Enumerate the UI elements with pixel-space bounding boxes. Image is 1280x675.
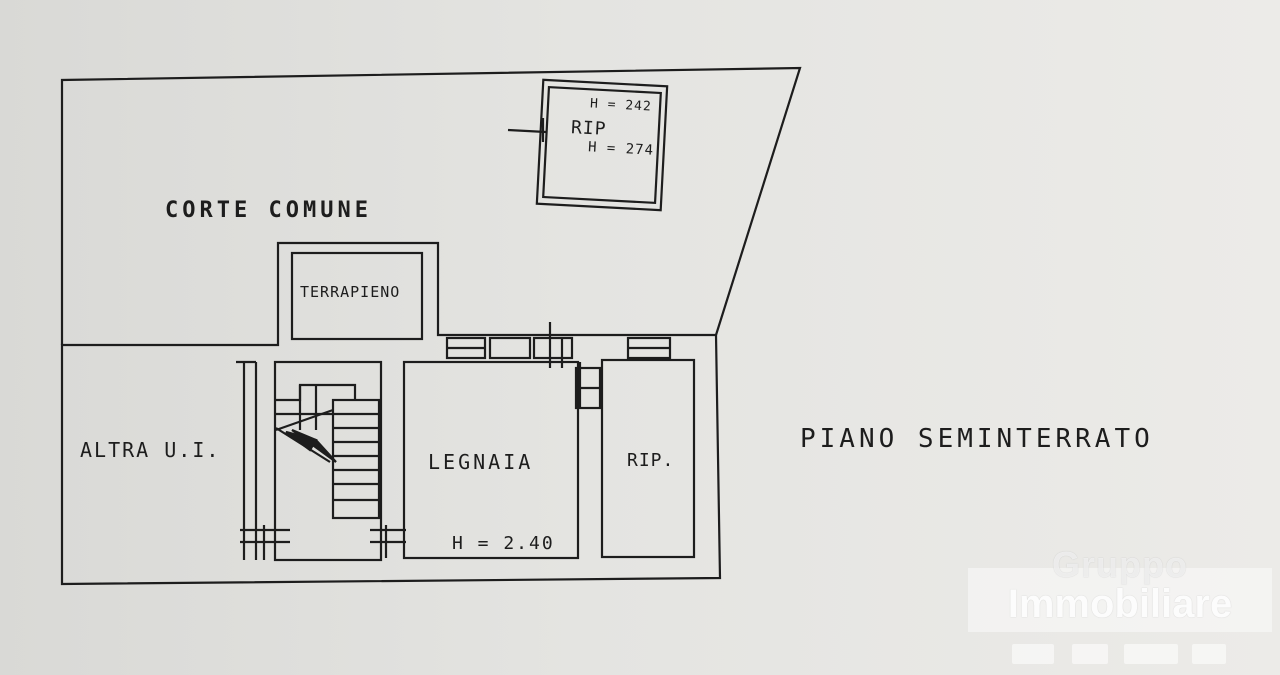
watermark-logo-1-icon (1012, 644, 1054, 664)
watermark-band (968, 568, 1272, 632)
legnaia-room (402, 360, 580, 560)
watermark-line-1: Gruppo (1052, 544, 1188, 585)
terrapieno-box (290, 251, 424, 341)
label-legnaia-height: H = 2.40 (452, 533, 555, 554)
label-altra-ui: ALTRA U.I. (80, 438, 221, 462)
stair-room (273, 360, 383, 562)
courtyard-outline (60, 66, 802, 345)
label-upper-rip-h1: H = 242 (589, 96, 653, 115)
basement-outline (60, 241, 722, 586)
watermark: Gruppo Immobiliare (968, 544, 1272, 668)
watermark-logo-3-icon (1124, 644, 1178, 664)
rip-room (600, 358, 696, 559)
label-rip: RIP. (627, 450, 675, 471)
label-terrapieno: TERRAPIENO (300, 283, 401, 301)
upper-rip-tick (507, 128, 547, 134)
watermark-logo-2-icon (1072, 644, 1108, 664)
floor-title: PIANO SEMINTERRATO (800, 424, 1154, 454)
watermark-line-2: Immobiliare (1007, 582, 1233, 626)
label-legnaia: LEGNAIA (428, 450, 534, 474)
upper-rip-box (535, 78, 669, 212)
watermark-logo-4-icon (1192, 644, 1226, 664)
label-upper-rip: RIP (570, 117, 608, 140)
label-upper-rip-h2: H = 274 (587, 139, 655, 159)
label-corte-comune: CORTE COMUNE (165, 198, 372, 223)
